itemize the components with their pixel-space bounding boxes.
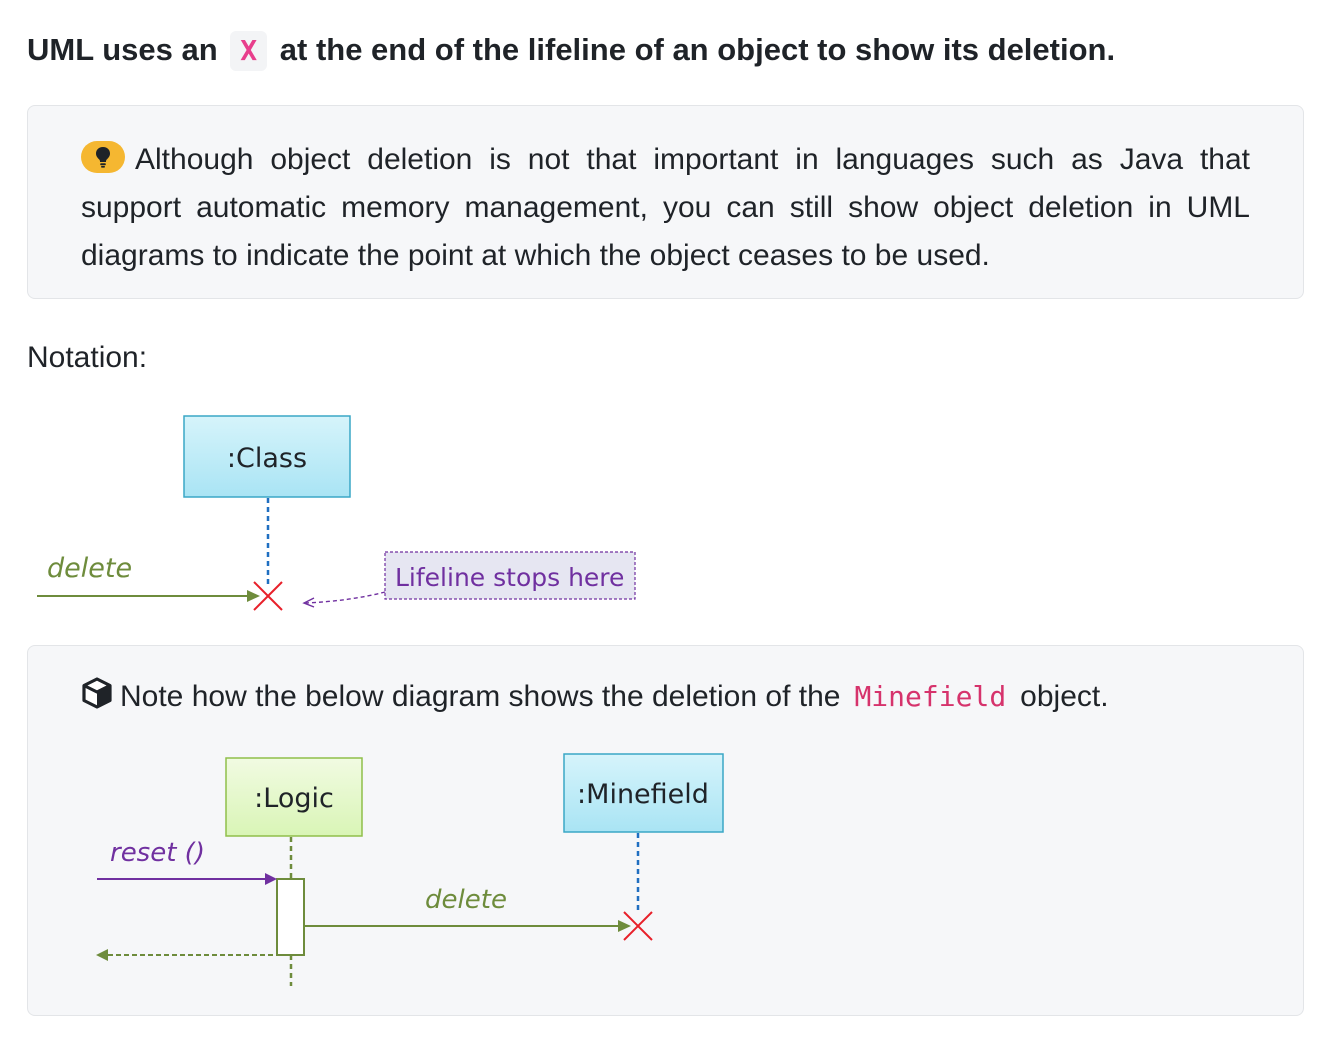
- callout-pointer-head: [302, 597, 315, 608]
- logic-activation-bar: [276, 878, 305, 956]
- logic-object-label: :Logic: [254, 783, 334, 814]
- note-text-before: Note how the below diagram shows the del…: [120, 680, 841, 713]
- lifeline-callout-box: [384, 551, 636, 600]
- lifeline-callout-label: Lifeline stops here: [395, 563, 624, 592]
- minefield-object-label: :Minefield: [577, 779, 709, 810]
- tip-paragraph: Although object deletion is not that imp…: [81, 136, 1250, 280]
- heading-code-x: X: [230, 31, 268, 71]
- minefield-object-box: [563, 753, 724, 833]
- reset-message-label: reset (): [110, 838, 205, 868]
- tip-box: Although object deletion is not that imp…: [27, 105, 1304, 299]
- example-note-box: Note how the below diagram shows the del…: [27, 645, 1304, 1016]
- note-code-minefield: Minefield: [854, 680, 1007, 713]
- delete-message-label: delete: [47, 553, 132, 584]
- lightbulb-icon: [81, 141, 125, 173]
- page-heading: UML uses an X at the end of the lifeline…: [27, 28, 1115, 72]
- heading-text-after: at the end of the lifeline of an object …: [279, 32, 1116, 67]
- minefield-deletion-x: [623, 911, 653, 941]
- example-note-text: Note how the below diagram shows the del…: [80, 676, 1109, 718]
- class-object-label: :Class: [227, 443, 307, 474]
- notation-diagram: :Class delete Lifeline stops here: [37, 415, 636, 611]
- example-sequence-diagram: :Logic reset () :Minefield delete: [96, 753, 724, 986]
- notation-label: Notation:: [27, 341, 148, 374]
- tip-text: Although object deletion is not that imp…: [81, 143, 1250, 272]
- reset-return-arrowhead: [96, 949, 108, 961]
- note-text-after: object.: [1020, 680, 1109, 713]
- deletion-x-marker: [253, 581, 283, 611]
- cube-icon: [82, 677, 112, 709]
- reset-message-arrowhead: [265, 873, 277, 885]
- example-delete-arrowhead: [618, 920, 631, 932]
- class-object-box: [183, 415, 351, 498]
- example-delete-label: delete: [425, 885, 507, 915]
- callout-pointer-line: [305, 591, 386, 604]
- logic-object-box: [225, 757, 363, 837]
- heading-text-before: UML uses an: [27, 32, 218, 67]
- delete-message-arrowhead: [247, 590, 260, 602]
